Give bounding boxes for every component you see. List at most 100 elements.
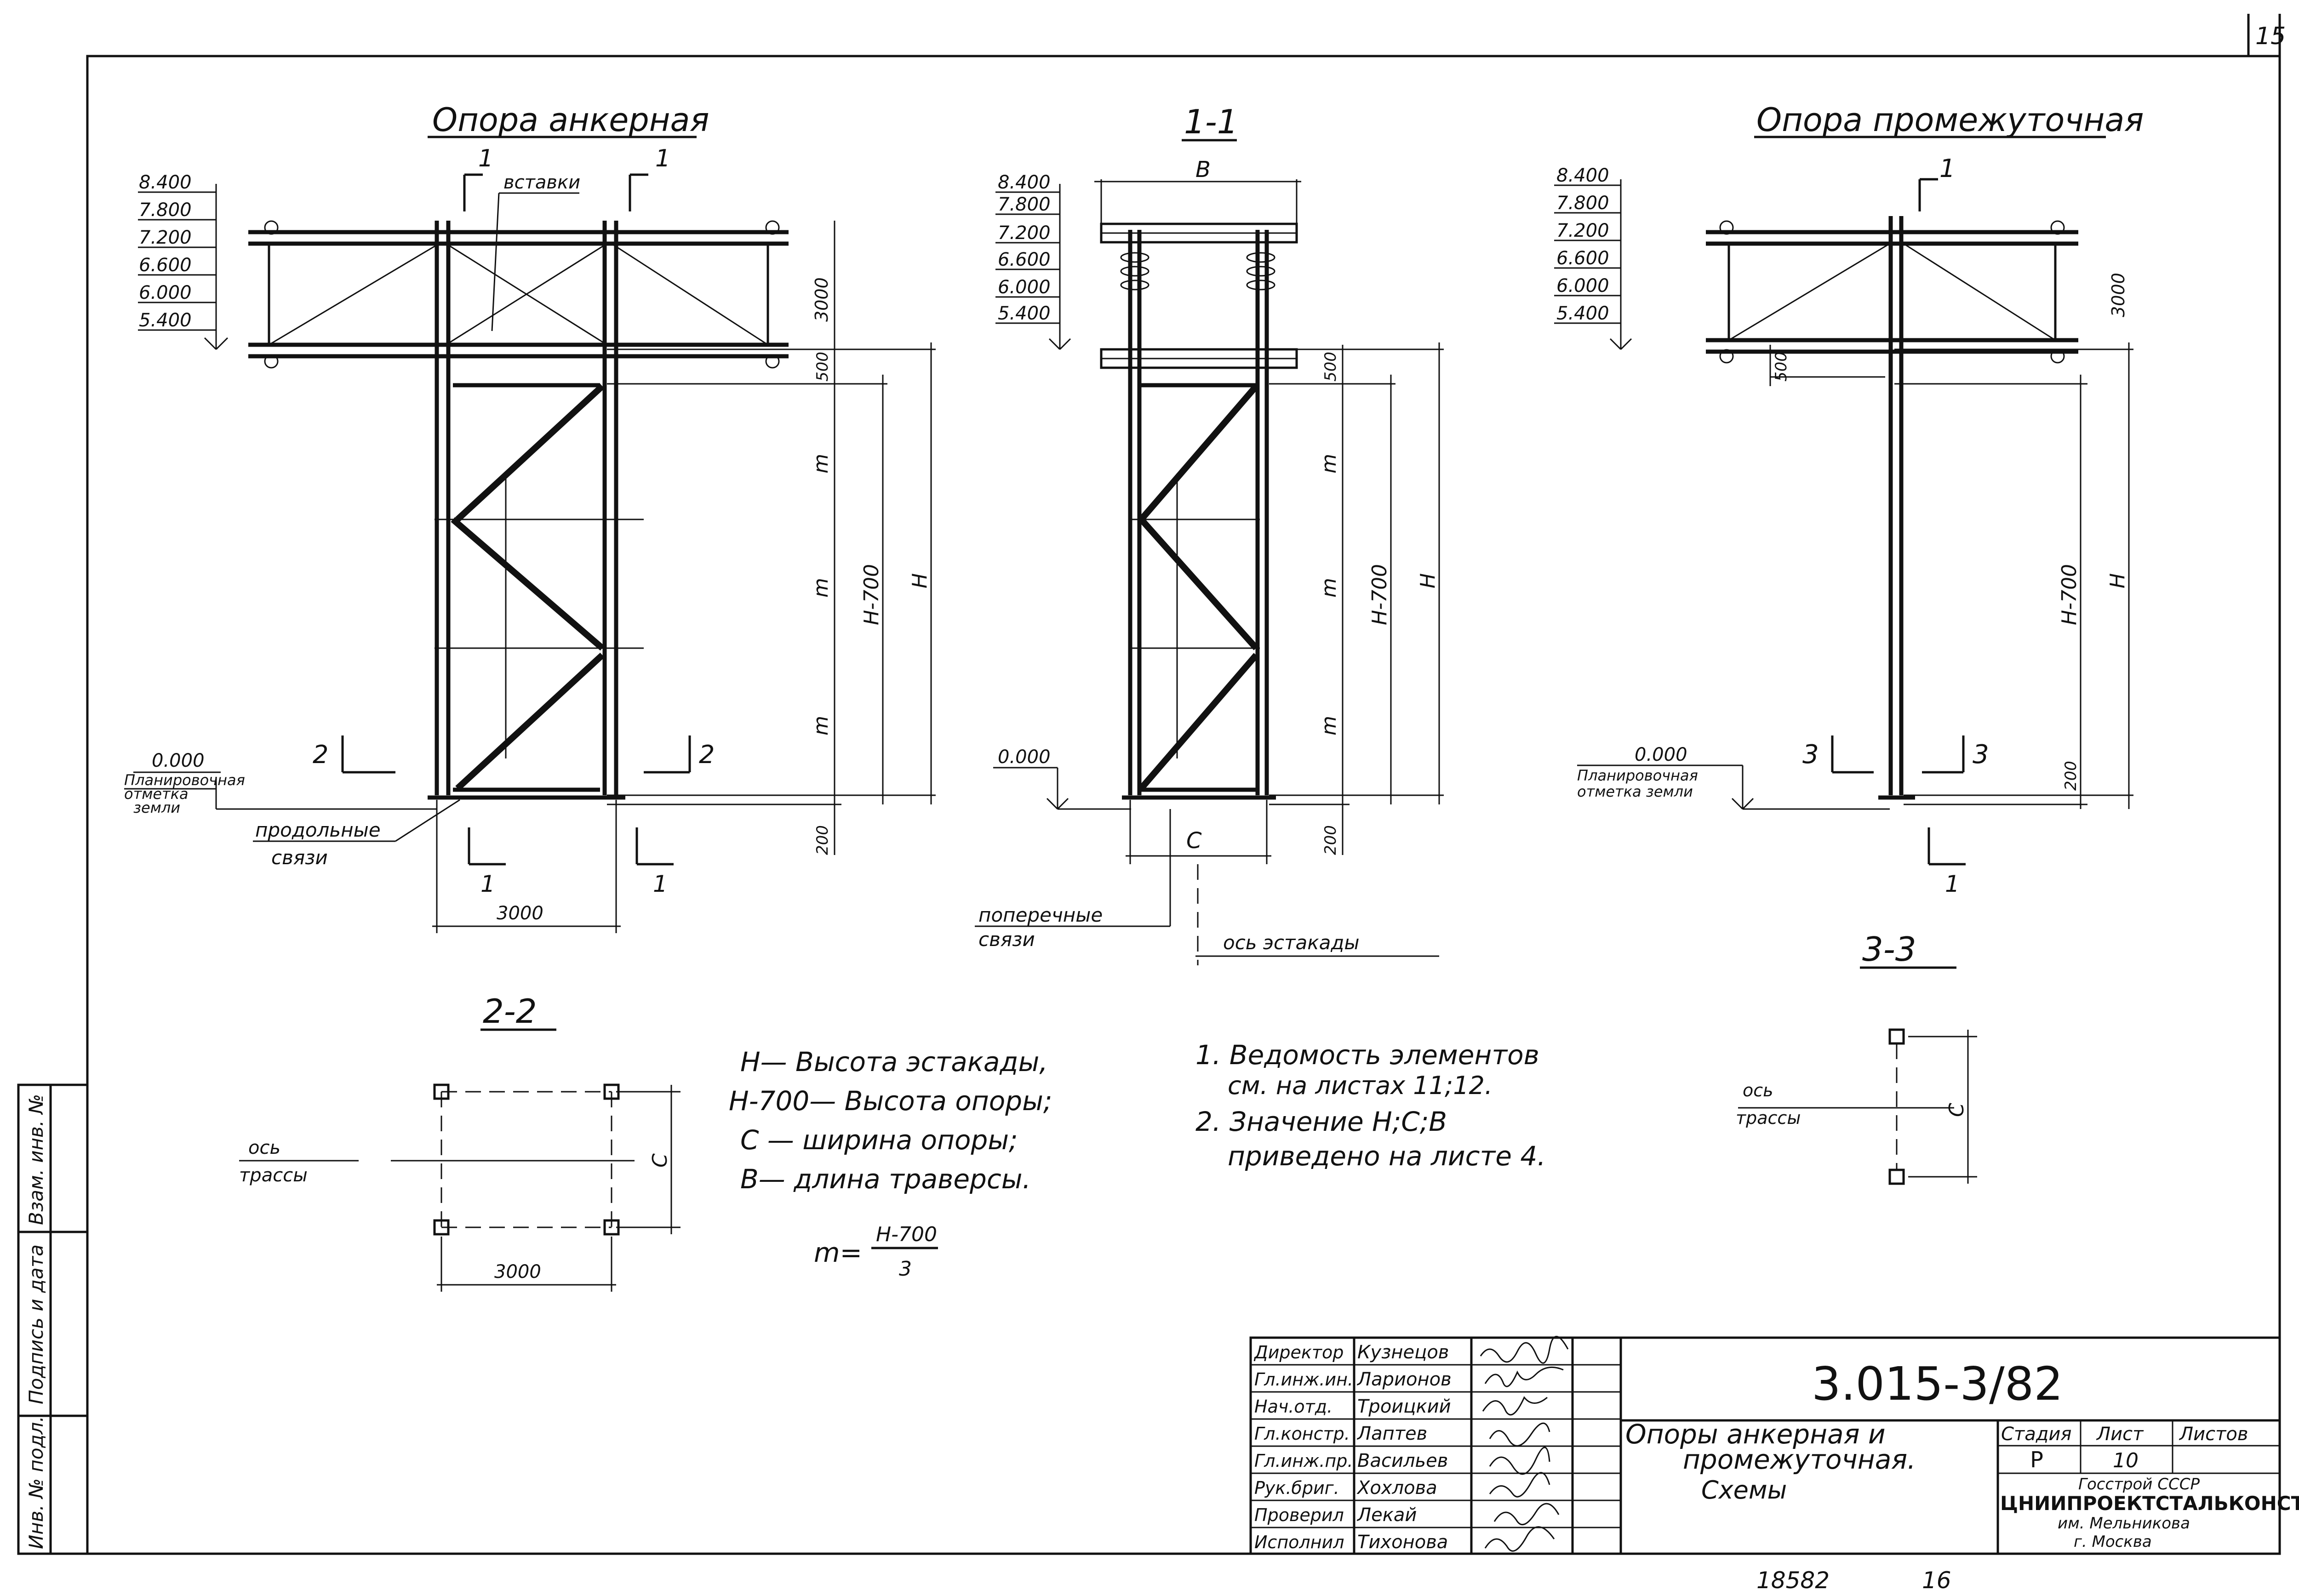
tb-role-4: Гл.констр. <box>1254 1424 1350 1444</box>
svg-text:связи: связи <box>271 846 328 869</box>
tb-name-7: Лекай <box>1356 1505 1417 1526</box>
section-2-2-title: 2-2 <box>483 992 537 1031</box>
svg-text:1: 1 <box>655 145 670 172</box>
note-1: 1. Ведомость элементов <box>1195 1039 1539 1071</box>
formula-numerator: H-700 <box>876 1223 937 1246</box>
svg-text:200: 200 <box>1321 825 1340 855</box>
footer: 18582 16 <box>1756 1567 1951 1594</box>
svg-text:1: 1 <box>1945 871 1960 897</box>
svg-text:отметка: отметка <box>124 785 189 803</box>
section-1-1-title: 1-1 <box>1184 103 1238 141</box>
tb-org-1: Госстрой СССР <box>2078 1475 2200 1493</box>
svg-text:H: H <box>2106 573 2129 588</box>
note-1-cont: см. на листах 11;12. <box>1228 1071 1493 1100</box>
svg-text:3000: 3000 <box>494 1261 541 1282</box>
anchor-inserts-label: вставки <box>503 172 580 193</box>
svg-text:земли: земли <box>133 799 180 816</box>
section-1-1-view: 1-1 B 8.400 7.800 7.200 6.600 6.000 5.40… <box>975 103 1444 965</box>
legend-line-3: C — ширина опоры; <box>740 1124 1018 1156</box>
svg-text:C: C <box>1186 828 1202 854</box>
svg-text:m: m <box>1317 454 1341 473</box>
svg-text:5.400: 5.400 <box>1556 303 1609 324</box>
tb-name-1: Кузнецов <box>1357 1342 1449 1363</box>
tb-stage-value: Р <box>2030 1447 2043 1473</box>
tb-name-5: Васильев <box>1357 1450 1448 1471</box>
tb-name-8: Тихонова <box>1357 1532 1448 1553</box>
svg-text:7.800: 7.800 <box>139 200 192 221</box>
intermediate-elevation-marks: 8.400 7.800 7.200 6.600 6.000 5.400 <box>1554 165 1632 350</box>
legend: H— Высота эстакады, H-700— Высота опоры;… <box>729 1046 1052 1281</box>
svg-text:3000: 3000 <box>497 903 543 924</box>
svg-text:7.200: 7.200 <box>139 227 192 248</box>
tb-name-6: Хохлова <box>1356 1477 1437 1499</box>
tb-role-6: Рук.бриг. <box>1254 1478 1339 1498</box>
svg-text:C: C <box>648 1153 672 1168</box>
tb-org-4: г. Москва <box>2074 1533 2152 1551</box>
section-3-3-view: 3-3 ось трассы C <box>1736 930 1977 1185</box>
svg-text:трассы: трассы <box>1736 1108 1801 1128</box>
svg-text:связи: связи <box>978 928 1035 951</box>
svg-text:m: m <box>1317 578 1341 598</box>
anchor-elevation-marks: 8.400 7.800 7.200 6.600 6.000 5.400 <box>138 172 229 350</box>
tb-role-5: Гл.инж.пр. <box>1254 1451 1353 1471</box>
svg-text:200: 200 <box>2062 761 2080 791</box>
svg-text:3000: 3000 <box>2108 273 2128 317</box>
tb-sheet-value: 10 <box>2113 1449 2139 1472</box>
anchor-zero-level: 0.000 <box>152 750 205 771</box>
side-stamp: Инв. № подл. Подпись и дата Взам. инв. № <box>17 1083 89 1555</box>
svg-text:7.200: 7.200 <box>998 222 1051 244</box>
intermediate-support-view: Опора промежуточная 8.400 7.800 7.200 6.… <box>1554 101 2144 897</box>
svg-text:m: m <box>809 716 833 735</box>
tb-role-2: Гл.инж.ин. <box>1254 1369 1353 1390</box>
svg-text:H-700: H-700 <box>1368 564 1391 625</box>
tb-signatures <box>1480 1336 1569 1552</box>
tb-drawing-code: 3.015-3/82 <box>1812 1357 2063 1411</box>
intermediate-title: Опора промежуточная <box>1756 101 2144 139</box>
tb-title-line-3: Схемы <box>1701 1476 1787 1505</box>
svg-text:H-700: H-700 <box>2058 564 2081 625</box>
tb-role-1: Директор <box>1253 1342 1344 1362</box>
svg-text:3000: 3000 <box>812 277 832 322</box>
tb-title-line-1: Опоры анкерная и <box>1625 1419 1886 1450</box>
svg-text:H: H <box>1416 573 1440 588</box>
tb-role-3: Нач.отд. <box>1254 1396 1333 1417</box>
svg-text:0.000: 0.000 <box>1635 744 1687 765</box>
svg-text:200: 200 <box>813 825 832 855</box>
tb-role-7: Проверил <box>1254 1505 1344 1525</box>
svg-text:6.600: 6.600 <box>998 249 1051 270</box>
svg-text:1: 1 <box>478 145 493 172</box>
svg-text:3: 3 <box>1973 740 1989 770</box>
svg-text:2: 2 <box>699 740 715 769</box>
svg-text:8.400: 8.400 <box>1556 165 1609 186</box>
tb-org-2: ЦНИИПРОЕКТСТАЛЬКОНСТРУКЦИЯ <box>2000 1492 2299 1515</box>
svg-text:1: 1 <box>653 871 668 897</box>
svg-text:m: m <box>809 578 833 598</box>
note-2-cont: приведено на листе 4. <box>1228 1140 1546 1172</box>
section11-cross-links-label: поперечные <box>978 904 1103 926</box>
svg-text:1: 1 <box>480 871 495 897</box>
svg-text:C: C <box>1945 1103 1968 1117</box>
svg-text:6.000: 6.000 <box>998 277 1051 298</box>
tb-name-2: Ларионов <box>1356 1369 1452 1390</box>
tb-sheet-header: Лист <box>2096 1424 2144 1445</box>
svg-text:5.400: 5.400 <box>998 303 1051 324</box>
formula-lhs: m= <box>814 1237 862 1268</box>
stamp-inventory-number: Инв. № подл. <box>25 1416 47 1549</box>
stamp-replacement-inventory: Взам. инв. № <box>25 1094 47 1225</box>
notes: 1. Ведомость элементов см. на листах 11;… <box>1195 1039 1546 1172</box>
legend-line-1: H— Высота эстакады, <box>740 1046 1048 1077</box>
note-2: 2. Значение H;C;B <box>1195 1106 1447 1137</box>
section11-axis-label: ось эстакады <box>1223 931 1360 954</box>
svg-text:1: 1 <box>1939 154 1955 183</box>
anchor-support-view: Опора анкерная 8.400 7.800 7.200 6.600 6… <box>124 101 936 933</box>
svg-text:6.000: 6.000 <box>139 282 192 303</box>
svg-text:500: 500 <box>1772 352 1790 382</box>
stamp-signature-date: Подпись и дата <box>25 1244 47 1404</box>
svg-text:6.600: 6.600 <box>139 255 192 276</box>
footer-page: 16 <box>1922 1567 1951 1594</box>
section-3-3-title: 3-3 <box>1862 930 1916 969</box>
tb-name-3: Троицкий <box>1357 1396 1451 1417</box>
svg-text:H: H <box>908 573 932 588</box>
sheet-corner-number: 15 <box>2255 23 2286 50</box>
